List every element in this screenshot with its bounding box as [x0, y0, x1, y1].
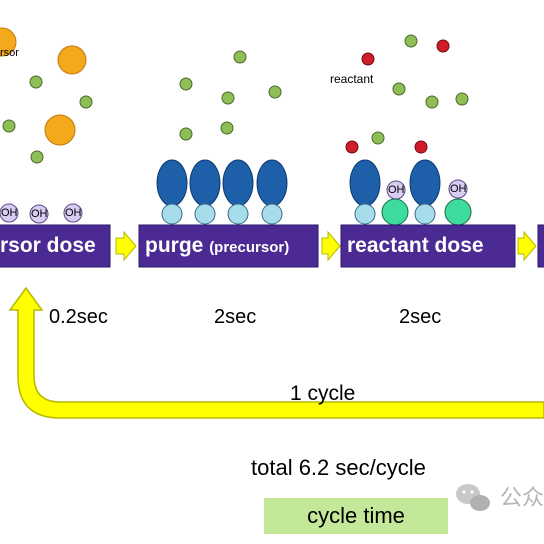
oh-group	[63, 203, 83, 223]
duration-precursor: 0.2sec	[49, 306, 108, 328]
precursor-dose-text: rsor dose	[0, 234, 96, 257]
gas-molecule	[404, 34, 418, 48]
next-step-box	[537, 224, 544, 268]
reactant-molecule	[345, 140, 359, 154]
precursor-molecule	[44, 114, 76, 146]
oh-label: OH	[388, 184, 405, 196]
reactant-dose-step	[340, 34, 516, 268]
gas-molecule	[455, 92, 469, 106]
reactant-dose-box	[340, 224, 516, 268]
duration-reactant: 2sec	[399, 306, 442, 328]
reacted-site	[444, 198, 472, 226]
watermark-text: 公众	[500, 485, 544, 510]
wechat-icon	[456, 484, 490, 511]
reactant-molecule	[361, 52, 375, 66]
reactant-molecule	[436, 39, 450, 53]
precursor-molecule	[0, 27, 17, 57]
step-arrow	[115, 230, 137, 262]
gas-molecule	[392, 82, 406, 96]
precursor-adsorbed	[256, 159, 288, 207]
precursor-dose-label: rsor dose	[0, 226, 108, 266]
gas-molecule	[233, 50, 247, 64]
cycle-time-text: cycle time	[307, 503, 405, 528]
surface-bond	[261, 203, 283, 225]
surface-bond	[354, 203, 376, 225]
gas-molecule	[2, 119, 16, 133]
surface-bond	[161, 203, 183, 225]
gas-molecule	[30, 150, 44, 164]
oh-label: OH	[31, 208, 48, 220]
precursor-adsorbed	[409, 159, 441, 207]
purge-box	[138, 224, 319, 268]
oh-label: OH	[450, 183, 467, 195]
oh-group	[0, 203, 19, 223]
gas-molecule	[221, 91, 235, 105]
gas-molecule	[79, 95, 93, 109]
reacted-site	[381, 198, 409, 226]
duration-purge: 2sec	[214, 306, 257, 328]
gas-molecule	[220, 121, 234, 135]
precursor-adsorbed	[222, 159, 254, 207]
gas-molecule	[29, 75, 43, 89]
gas-molecule	[371, 131, 385, 145]
precursor-molecule	[57, 45, 87, 75]
oh-group	[448, 179, 468, 199]
cycle-time-box: cycle time	[264, 498, 448, 534]
purge-text: purge	[145, 234, 204, 257]
precursor-partial-label: rsor	[0, 47, 19, 59]
reactant-label: reactant	[330, 72, 374, 86]
precursor-dose-step	[0, 27, 111, 268]
surface-bond	[227, 203, 249, 225]
purge-label: purge (precursor)	[145, 226, 317, 266]
purge-extra-text: (precursor)	[209, 239, 290, 256]
precursor-adsorbed	[156, 159, 188, 207]
step-arrow	[321, 230, 341, 262]
oh-label: OH	[1, 207, 18, 219]
total-cycle-label: total 6.2 sec/cycle	[251, 455, 426, 480]
precursor-adsorbed	[349, 159, 381, 207]
one-cycle-label: 1 cycle	[290, 382, 356, 405]
gas-molecule	[179, 77, 193, 91]
oh-group	[29, 204, 49, 224]
reactant-molecule	[414, 140, 428, 154]
reactant-dose-label: reactant dose	[347, 226, 513, 266]
oh-label: OH	[65, 207, 82, 219]
gas-molecule	[179, 127, 193, 141]
precursor-dose-box	[0, 224, 111, 268]
reactant-dose-text: reactant dose	[347, 234, 484, 257]
surface-bond	[414, 203, 436, 225]
step-arrow	[517, 230, 537, 262]
surface-bond	[194, 203, 216, 225]
precursor-adsorbed	[189, 159, 221, 207]
gas-molecule	[425, 95, 439, 109]
purge-step	[138, 50, 319, 268]
cycle-return-arrow	[8, 286, 544, 419]
gas-molecule	[268, 85, 282, 99]
